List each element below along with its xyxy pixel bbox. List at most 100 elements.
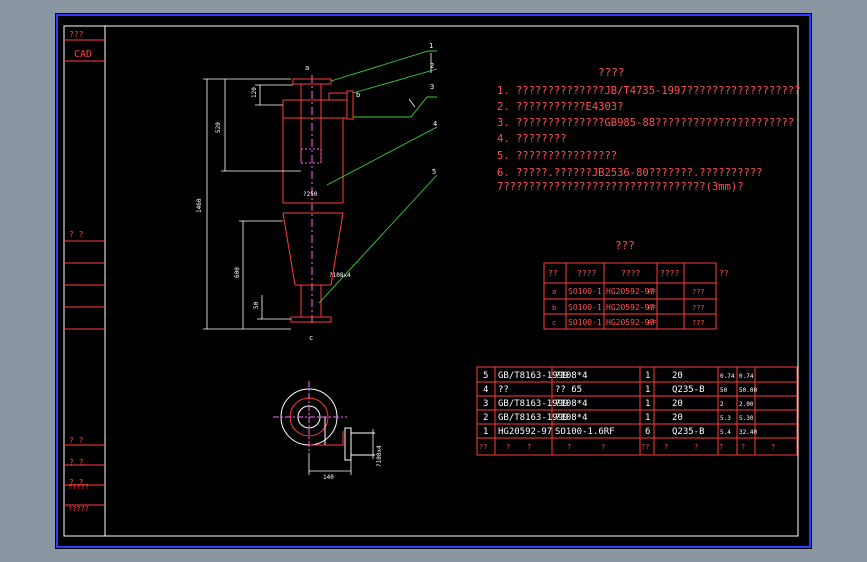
bom-cell-name: ?108*4	[555, 371, 588, 381]
drawing-sheet: ??? CAD ? ? ? ? ? ? ? ? ????? ?????	[56, 14, 811, 548]
bom-cell-code: GB/T8163-1999	[498, 399, 568, 409]
plan-view[interactable]	[273, 381, 375, 475]
bom-cell-no: 4	[483, 385, 488, 395]
callout-3: 3	[430, 83, 434, 91]
bottom-flange	[290, 316, 332, 323]
bom-header-cell: ?	[567, 443, 571, 451]
bom-cell-code: GB/T8163-1999	[498, 371, 568, 381]
technical-notes: ???? 1. ??????????????JB/T4735-1997?????…	[497, 66, 800, 193]
strip-cell-7: ?????	[68, 505, 89, 513]
bom-cell-material: Q235-B	[672, 385, 705, 395]
top-flange	[292, 78, 332, 85]
dimension-texts: 1460 520 600 120 50 ?250 ?108x4	[196, 87, 351, 309]
bom-cell-code: HG20592-97	[498, 427, 552, 437]
bom-cell-material: Q235-B	[672, 427, 705, 437]
dim-plan-108: ?108x4	[376, 445, 383, 467]
bom-cell-qty: 1	[645, 399, 650, 409]
bom-cell-no: 5	[483, 371, 488, 381]
plan-dimension-texts: 140 ?108x4	[323, 445, 383, 481]
callout-5: 5	[432, 168, 436, 176]
bom-cell-no: 1	[483, 427, 488, 437]
nozzle-cell-spec: SO100-1.	[568, 303, 607, 312]
bom-cell-w1: 5.4	[720, 429, 731, 436]
strip-cell-cad: CAD	[74, 49, 92, 60]
bom-cell-qty: 1	[645, 371, 650, 381]
dim-120: 120	[251, 87, 258, 98]
bom-header-cell: ?	[506, 443, 510, 451]
bom-header-cell: ??	[641, 443, 649, 451]
strip-cell-4: ? ?	[69, 458, 84, 467]
callout-2: 2	[430, 62, 434, 70]
bom-cell-w1: 2	[720, 401, 724, 408]
bom-cell-w2: 0.74	[739, 373, 754, 380]
dim-600: 600	[234, 267, 241, 278]
bom-cell-material: 20	[672, 399, 683, 409]
note-line-3: 3. ??????????????GB985-88???????????????…	[497, 117, 794, 129]
dim-1460: 1460	[196, 198, 203, 213]
nozzle-cell-standard: HG20592-97	[606, 287, 654, 296]
bom-header-cell: ?	[601, 443, 605, 451]
bom-cell-material: 20	[672, 413, 683, 423]
bom-header-cell: ?	[719, 443, 723, 451]
dim-520: 520	[215, 122, 222, 133]
nozzle-mark-c: c	[309, 334, 313, 342]
nozzle-header-0: ??	[548, 269, 558, 278]
nozzle-cell-face: RF	[648, 288, 656, 296]
nozzle-cell-face: RF	[648, 304, 656, 312]
nozzle-cell-spec: SO100-1.	[568, 318, 607, 327]
bom-header-cell: ?	[664, 443, 668, 451]
bom-cell-name: ?108*4	[555, 399, 588, 409]
side-inlet-flange	[346, 90, 354, 120]
strip-cell-6: ?????	[68, 483, 89, 491]
bom-cell-material: 20	[672, 371, 683, 381]
nozzle-cell-remark: ???	[692, 288, 705, 296]
strip-cell-2: ? ?	[69, 230, 84, 239]
nozzle-cell-face: RF	[648, 319, 656, 327]
nozzle-header-4: ??	[719, 269, 729, 278]
inner-border	[63, 25, 799, 537]
bom-header-cell: ?	[694, 443, 698, 451]
note-line-6: 6. ?????.??????JB2536-80???????.????????…	[497, 167, 763, 179]
bom-header-cell: ?	[741, 443, 745, 451]
bom-header-cell: ?	[527, 443, 531, 451]
dim-140: 140	[323, 474, 334, 481]
callout-numbers: 1 2 3 4 5 a b c	[305, 42, 437, 342]
nozzle-cell-mark: c	[552, 319, 556, 327]
bom-cell-qty: 1	[645, 413, 650, 423]
bom-cell-w1: 0.74	[720, 373, 735, 380]
bom-cell-w2: 32.40	[739, 429, 757, 436]
outer-border	[56, 14, 811, 548]
strip-cell-3: ? ?	[69, 436, 84, 445]
nozzle-mark-b: b	[356, 91, 360, 99]
note-line-4: 4. ????????	[497, 133, 567, 145]
strip-cell-5: ? ?	[69, 478, 84, 487]
bom-cell-w2: 2.00	[739, 401, 754, 408]
dim-dia250: ?250	[303, 191, 318, 198]
callout-leaders	[318, 50, 438, 304]
bom-header: ?????????????	[479, 443, 775, 451]
bom-cell-name: ?? 65	[555, 385, 582, 395]
elevation-view[interactable]	[282, 75, 354, 325]
note-line-2: 2. ???????????E4303?	[497, 101, 623, 113]
nozzle-table-heading: ???	[615, 239, 635, 252]
drawing-canvas[interactable]: ??? CAD ? ? ? ? ? ? ? ? ????? ?????	[55, 13, 812, 549]
nozzle-mark-a: a	[305, 64, 309, 72]
nozzle-cell-remark: ???	[692, 319, 705, 327]
nozzle-cell-spec: SO100-1.	[568, 287, 607, 296]
nozzle-cell-mark: a	[552, 288, 556, 296]
nozzle-cell-mark: b	[552, 304, 556, 312]
note-line-7: 7????????????????????????????????(3mm)?	[497, 181, 744, 193]
notes-heading: ????	[598, 66, 625, 79]
nozzle-cell-standard: HG20592-97	[606, 318, 654, 327]
callout-4: 4	[433, 120, 437, 128]
bom-cell-code: ??	[498, 385, 509, 395]
bom-cell-w1: 5.3	[720, 415, 731, 422]
nozzle-cell-standard: HG20592-97	[606, 303, 654, 312]
plan-inlet-flange	[344, 427, 352, 461]
nozzle-header-2: ????	[621, 269, 640, 278]
strip-cell-0: ???	[69, 30, 84, 39]
dimensions	[203, 78, 301, 330]
